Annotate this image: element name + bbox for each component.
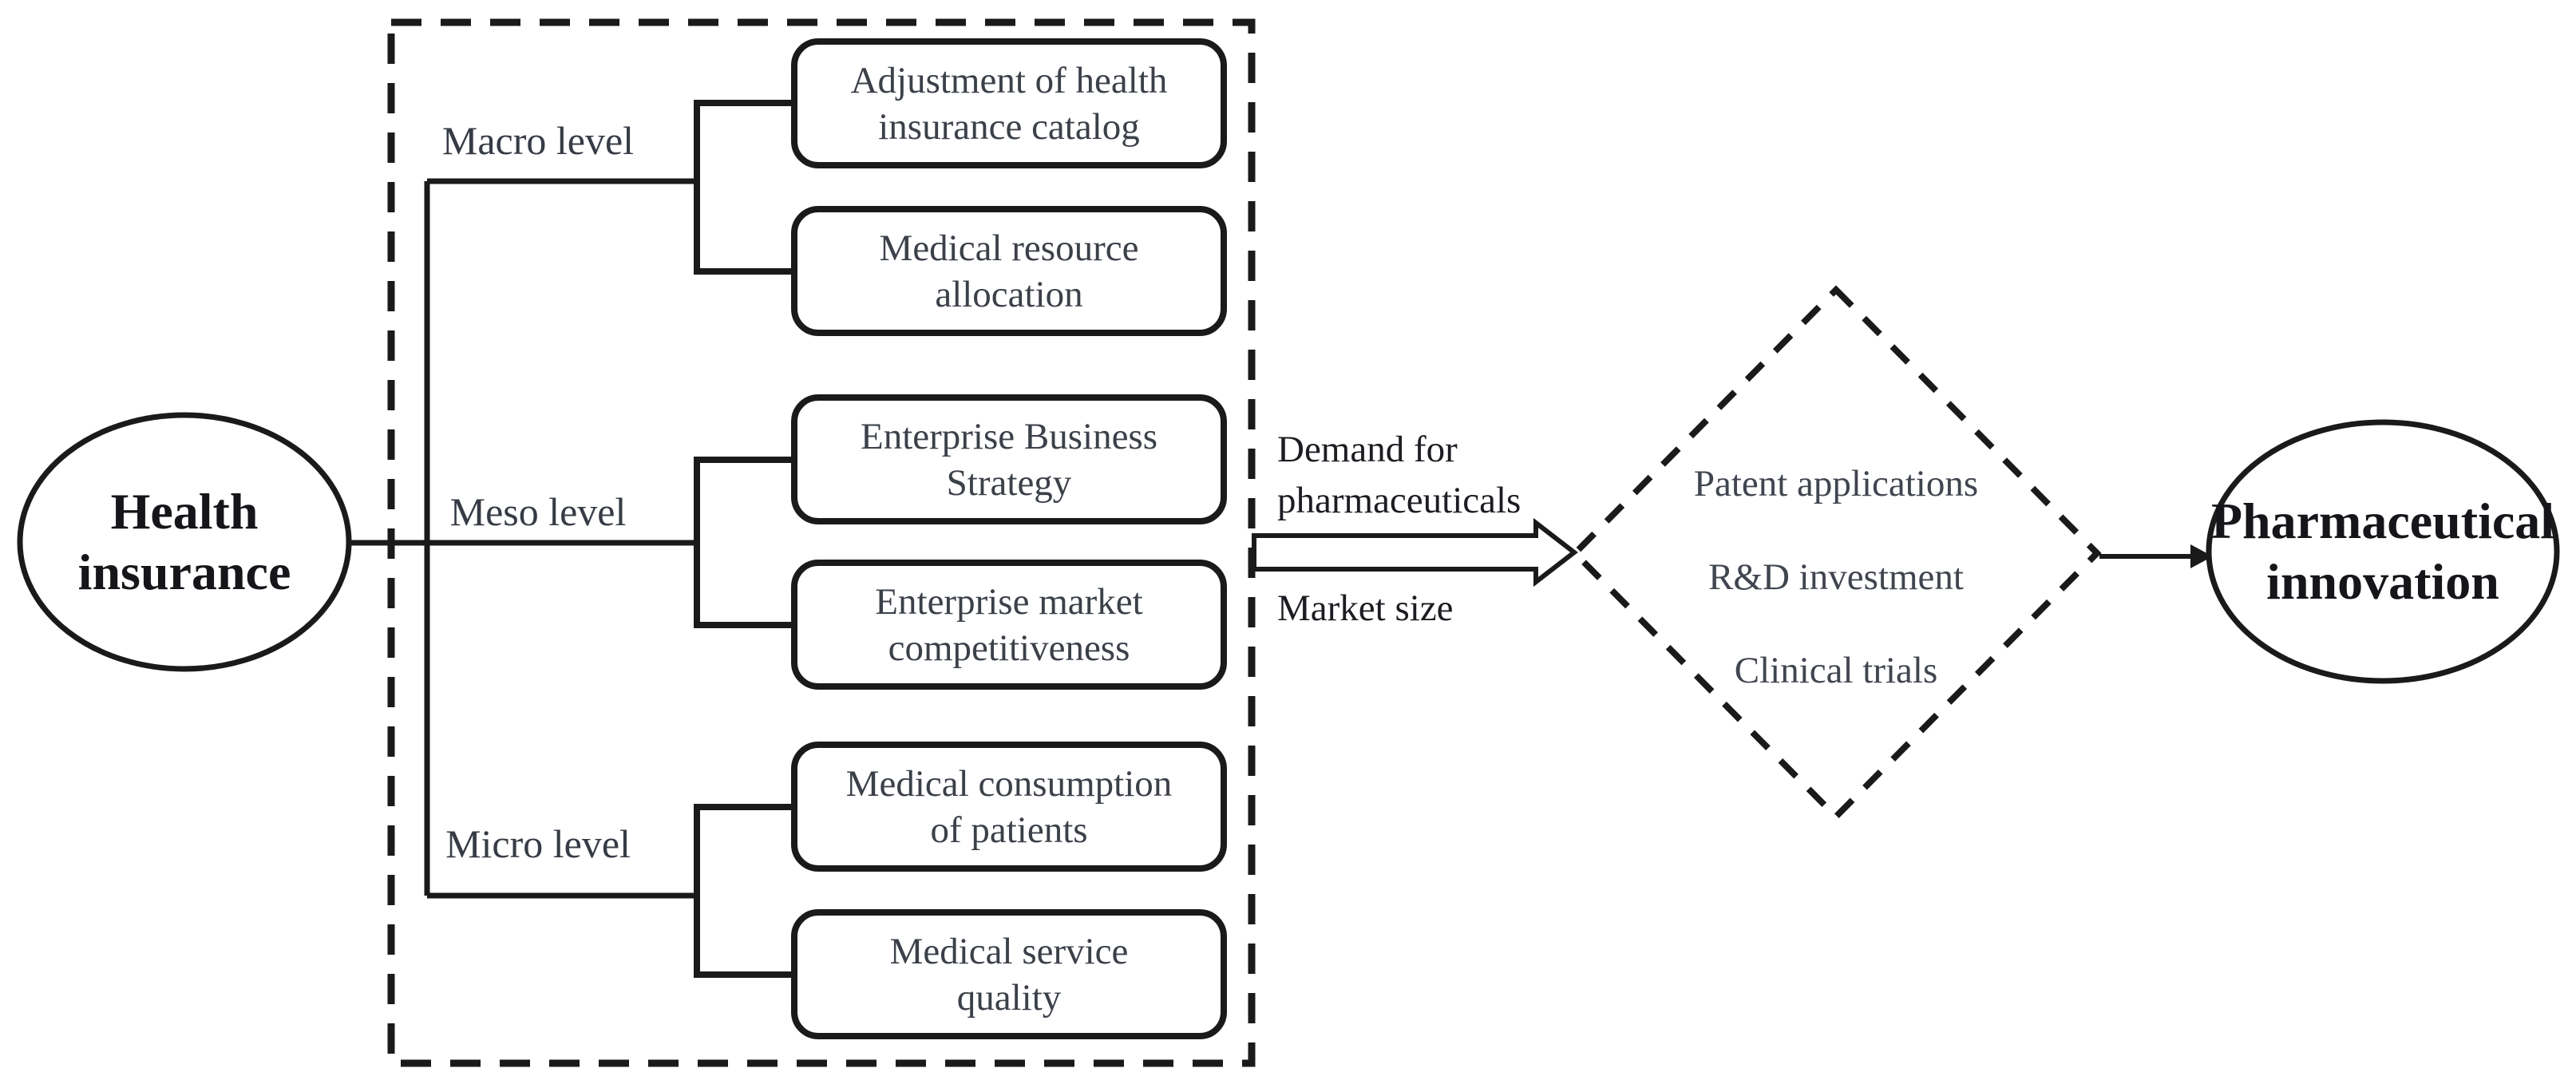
mediation-panel-dashed-border [387,18,1256,1067]
demand-arrow-bottom-label: Market size [1277,587,1454,629]
factor-box-business-strategy [791,394,1227,524]
factor-box-medical-consumption [791,742,1227,872]
diamond-item-rd-investment: R&D investment [1708,556,1964,598]
demand-arrow [1252,517,1578,587]
micro-level-label: Micro level [445,821,631,866]
factor-label-medical-consumption: Medical consumption of patients [845,763,1173,851]
factor-label-adjustment-catalog: Adjustment of health insurance catalog [850,60,1168,148]
source-node-label: Health insurance [77,483,291,600]
factor-box-market-competitiveness [791,560,1227,690]
meso-bracket [694,457,794,628]
diamond-to-outcome-arrowhead-icon [2190,544,2213,568]
factor-box-adjustment-catalog [791,38,1227,168]
diamond-item-clinical-trials: Clinical trials [1734,650,1938,691]
source-ellipse [17,412,352,672]
micro-bracket [694,804,794,978]
outcome-node-label: Pharmaceutical innovation [2210,493,2555,610]
macro-level-label: Macro level [441,118,635,163]
factor-label-resource-allocation: Medical resource allocation [879,227,1139,315]
demand-arrow-top-label: Demand for pharmaceuticals [1277,429,1521,521]
factor-label-business-strategy: Enterprise Business Strategy [860,416,1158,504]
macro-bracket [694,100,794,275]
meso-level-label: Meso level [449,489,627,534]
factor-box-service-quality [791,909,1227,1039]
indicators-diamond-border [1570,285,2102,821]
factor-label-market-competitiveness: Enterprise market competitiveness [875,581,1143,669]
outcome-ellipse [2206,419,2560,684]
diamond-item-patent-applications: Patent applications [1693,463,1979,504]
factor-box-resource-allocation [791,206,1227,336]
factor-label-service-quality: Medical service quality [889,931,1129,1019]
